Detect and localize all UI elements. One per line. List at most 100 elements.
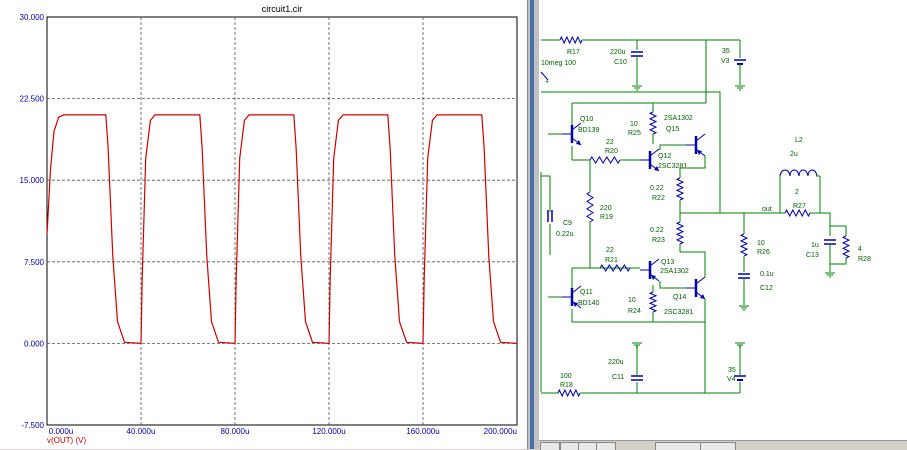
- wire: [820, 212, 831, 236]
- data-point: [145, 158, 147, 159]
- transistor-q10-collector: [571, 122, 582, 131]
- label-r22: R22: [652, 195, 665, 202]
- label-r18: R18: [560, 382, 573, 389]
- label-q15_part: 2SA1302: [664, 115, 693, 122]
- label-r19: R19: [600, 214, 613, 221]
- label-r28_val: 4: [858, 246, 862, 253]
- data-point: [53, 130, 55, 132]
- data-point: [399, 321, 400, 323]
- label-r23_val: 0.22: [650, 227, 664, 234]
- data-point: [117, 321, 118, 323]
- label-c11_val: 220u: [608, 359, 624, 366]
- label-r23: R23: [652, 237, 665, 244]
- data-point: [427, 158, 429, 159]
- data-point: [436, 114, 438, 116]
- data-point: [206, 255, 208, 257]
- label-v4_val: 35: [728, 367, 736, 374]
- label-q14_part: 2SC3281: [664, 309, 693, 316]
- transistor-q10-arrow: [576, 140, 581, 145]
- label-out: out: [762, 206, 772, 213]
- wire: [830, 258, 847, 265]
- tab-4[interactable]: [596, 442, 616, 450]
- transistor-q14-collector: [695, 276, 706, 285]
- resistor-r20: [589, 156, 621, 164]
- transistor-q15-arrow: [697, 150, 702, 155]
- data-point: [201, 147, 203, 148]
- y-tick-label: 22.500: [20, 95, 45, 104]
- label-v4: V4: [727, 376, 736, 383]
- data-point: [312, 341, 313, 343]
- transistor-q13-arrow: [651, 275, 656, 280]
- data-point: [423, 277, 425, 279]
- data-point: [58, 116, 60, 118]
- resistor-r25: [648, 111, 658, 135]
- label-q11: Q11: [580, 289, 593, 296]
- label-r25: R25: [628, 130, 641, 137]
- x-tick-label: 200.000u: [484, 427, 517, 436]
- data-point: [387, 114, 389, 116]
- data-point: [488, 255, 490, 257]
- label-q13: Q13: [661, 259, 674, 266]
- data-point: [107, 147, 109, 148]
- source-lead: [540, 71, 549, 81]
- label-q14: Q14: [673, 294, 686, 301]
- label-c10: C10: [614, 59, 627, 66]
- tab-6[interactable]: [700, 442, 736, 450]
- label-v3: V3: [721, 58, 730, 65]
- wire: [659, 144, 686, 150]
- waveform-plot[interactable]: circuit1.cir30.00022.50015.0007.5000.000…: [0, 0, 530, 449]
- data-point: [422, 343, 424, 344]
- label-c11: C11: [612, 374, 624, 381]
- label-r27_val: 2: [795, 189, 799, 196]
- label-c12_val: 0.1u: [760, 271, 774, 278]
- resistor-r23: [675, 221, 685, 245]
- resistor-r24: [648, 291, 658, 313]
- data-point: [516, 343, 518, 344]
- data-point: [406, 341, 407, 343]
- label-c13_val: 1u: [811, 242, 819, 249]
- label-r20_val: 22: [606, 139, 614, 146]
- label-r20: R20: [605, 148, 618, 155]
- data-point: [211, 321, 212, 323]
- data-point: [239, 158, 241, 159]
- label-c9_val: 0.22u: [556, 231, 574, 238]
- resistor-r17: [559, 35, 583, 45]
- data-point: [244, 119, 245, 121]
- label-v3_val: 35: [722, 48, 730, 55]
- plot-area: [46, 16, 518, 426]
- wire-rail-loop: [541, 91, 721, 213]
- wire: [830, 225, 847, 236]
- label-l2: L2: [795, 137, 803, 144]
- x-tick-label: 120.000u: [312, 427, 345, 436]
- data-point: [295, 147, 297, 148]
- data-point: [63, 114, 64, 116]
- transistor-q11-collector: [571, 285, 582, 294]
- transistor-q11-arrow: [573, 302, 578, 307]
- data-point: [293, 114, 295, 116]
- label-r21_val: 22: [606, 247, 614, 254]
- y-tick-label: 15.000: [20, 176, 45, 185]
- y-tick-label: -7.500: [21, 421, 44, 430]
- resistor-r21: [599, 264, 631, 272]
- y-tick-label: 0.000: [24, 339, 45, 348]
- wire: [571, 309, 706, 393]
- transistor-q12-arrow: [654, 166, 659, 171]
- tab-1[interactable]: [540, 442, 560, 450]
- data-point: [112, 255, 114, 257]
- wire-output-node: [679, 200, 760, 214]
- label-r27: R27: [793, 203, 806, 210]
- label-r18_val: 100: [560, 373, 572, 380]
- label-r17: R17: [567, 49, 580, 56]
- transistor-q15-collector: [695, 133, 706, 142]
- data-point: [46, 234, 48, 236]
- label-q11_part: BD140: [578, 300, 600, 307]
- data-point: [481, 114, 483, 116]
- trace-legend-label: v(OUT) (V): [47, 436, 86, 445]
- label-c10_val: 220u: [610, 49, 626, 56]
- resistor-r19: [586, 191, 594, 223]
- label-src_label: 10meg 100: [541, 60, 576, 67]
- label-r28: R28: [858, 256, 871, 263]
- wire: [679, 156, 706, 178]
